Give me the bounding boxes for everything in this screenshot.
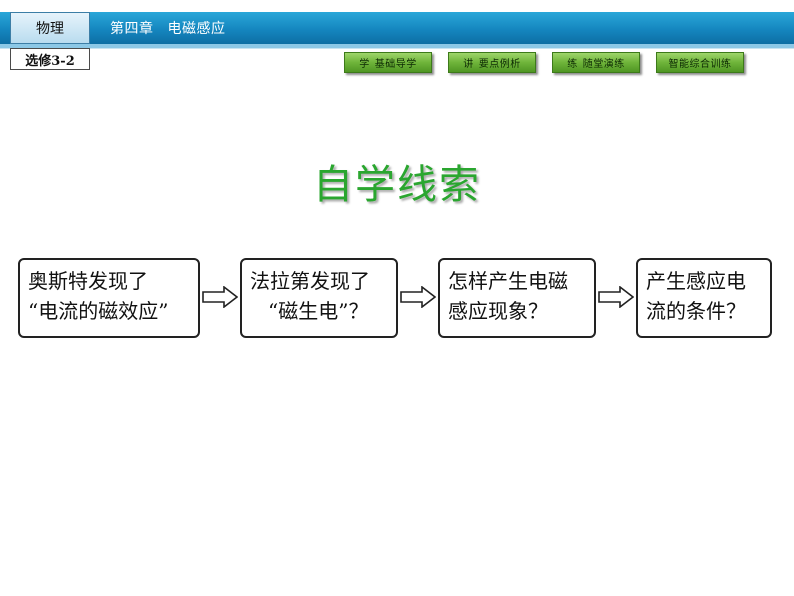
flow-text-line1: 奥斯特发现了 <box>28 269 148 293</box>
nav-key: 讲 <box>463 59 474 70</box>
nav-label: 随堂演练 <box>582 59 625 70</box>
chapter-number: 第四章 <box>110 21 154 37</box>
flow-box-oersted: 奥斯特发现了 “电流的磁效应” <box>18 258 200 338</box>
nav-label: 智能综合训练 <box>668 59 732 70</box>
nav-label: 基础导学 <box>374 59 417 70</box>
arrow-right-icon <box>598 286 634 308</box>
header-underline-light <box>0 48 794 49</box>
flow-text-line2: 流的条件？ <box>646 299 746 323</box>
arrow-right-icon <box>202 286 238 308</box>
chapter-heading: 第四章电磁感应 <box>110 18 226 40</box>
flow-box-faraday: 法拉第发现了 “磁生电”？ <box>240 258 398 338</box>
nav-button-basic-guide[interactable]: 学基础导学 <box>344 52 432 73</box>
nav-key: 练 <box>567 59 578 70</box>
header-underline <box>0 44 794 48</box>
flow-text-line2: “磁生电”？ <box>268 299 369 323</box>
module-label: 选修3-2 <box>10 48 90 70</box>
module-text: 选修3-2 <box>25 53 75 69</box>
nav-button-key-points[interactable]: 讲要点例析 <box>448 52 536 73</box>
subject-text: 物理 <box>36 21 64 37</box>
nav-key: 学 <box>359 59 370 70</box>
nav-label: 要点例析 <box>478 59 521 70</box>
chapter-title: 电磁感应 <box>167 21 226 37</box>
header-bar <box>0 12 794 44</box>
nav-button-comprehensive-training[interactable]: 智能综合训练 <box>656 52 744 73</box>
flow-box-how-induction: 怎样产生电磁 感应现象？ <box>438 258 596 338</box>
flow-text-line1: 产生感应电 <box>646 269 746 293</box>
subject-label: 物理 <box>10 12 90 44</box>
flow-text-line2: “电流的磁效应” <box>28 299 169 323</box>
flow-text-line1: 怎样产生电磁 <box>448 269 568 293</box>
flow-text-line1: 法拉第发现了 <box>250 269 370 293</box>
nav-button-practice[interactable]: 练随堂演练 <box>552 52 640 73</box>
flow-text-line2: 感应现象？ <box>448 299 548 323</box>
arrow-right-icon <box>400 286 436 308</box>
flow-box-conditions: 产生感应电 流的条件？ <box>636 258 772 338</box>
page-title: 自学线索 <box>313 162 481 208</box>
